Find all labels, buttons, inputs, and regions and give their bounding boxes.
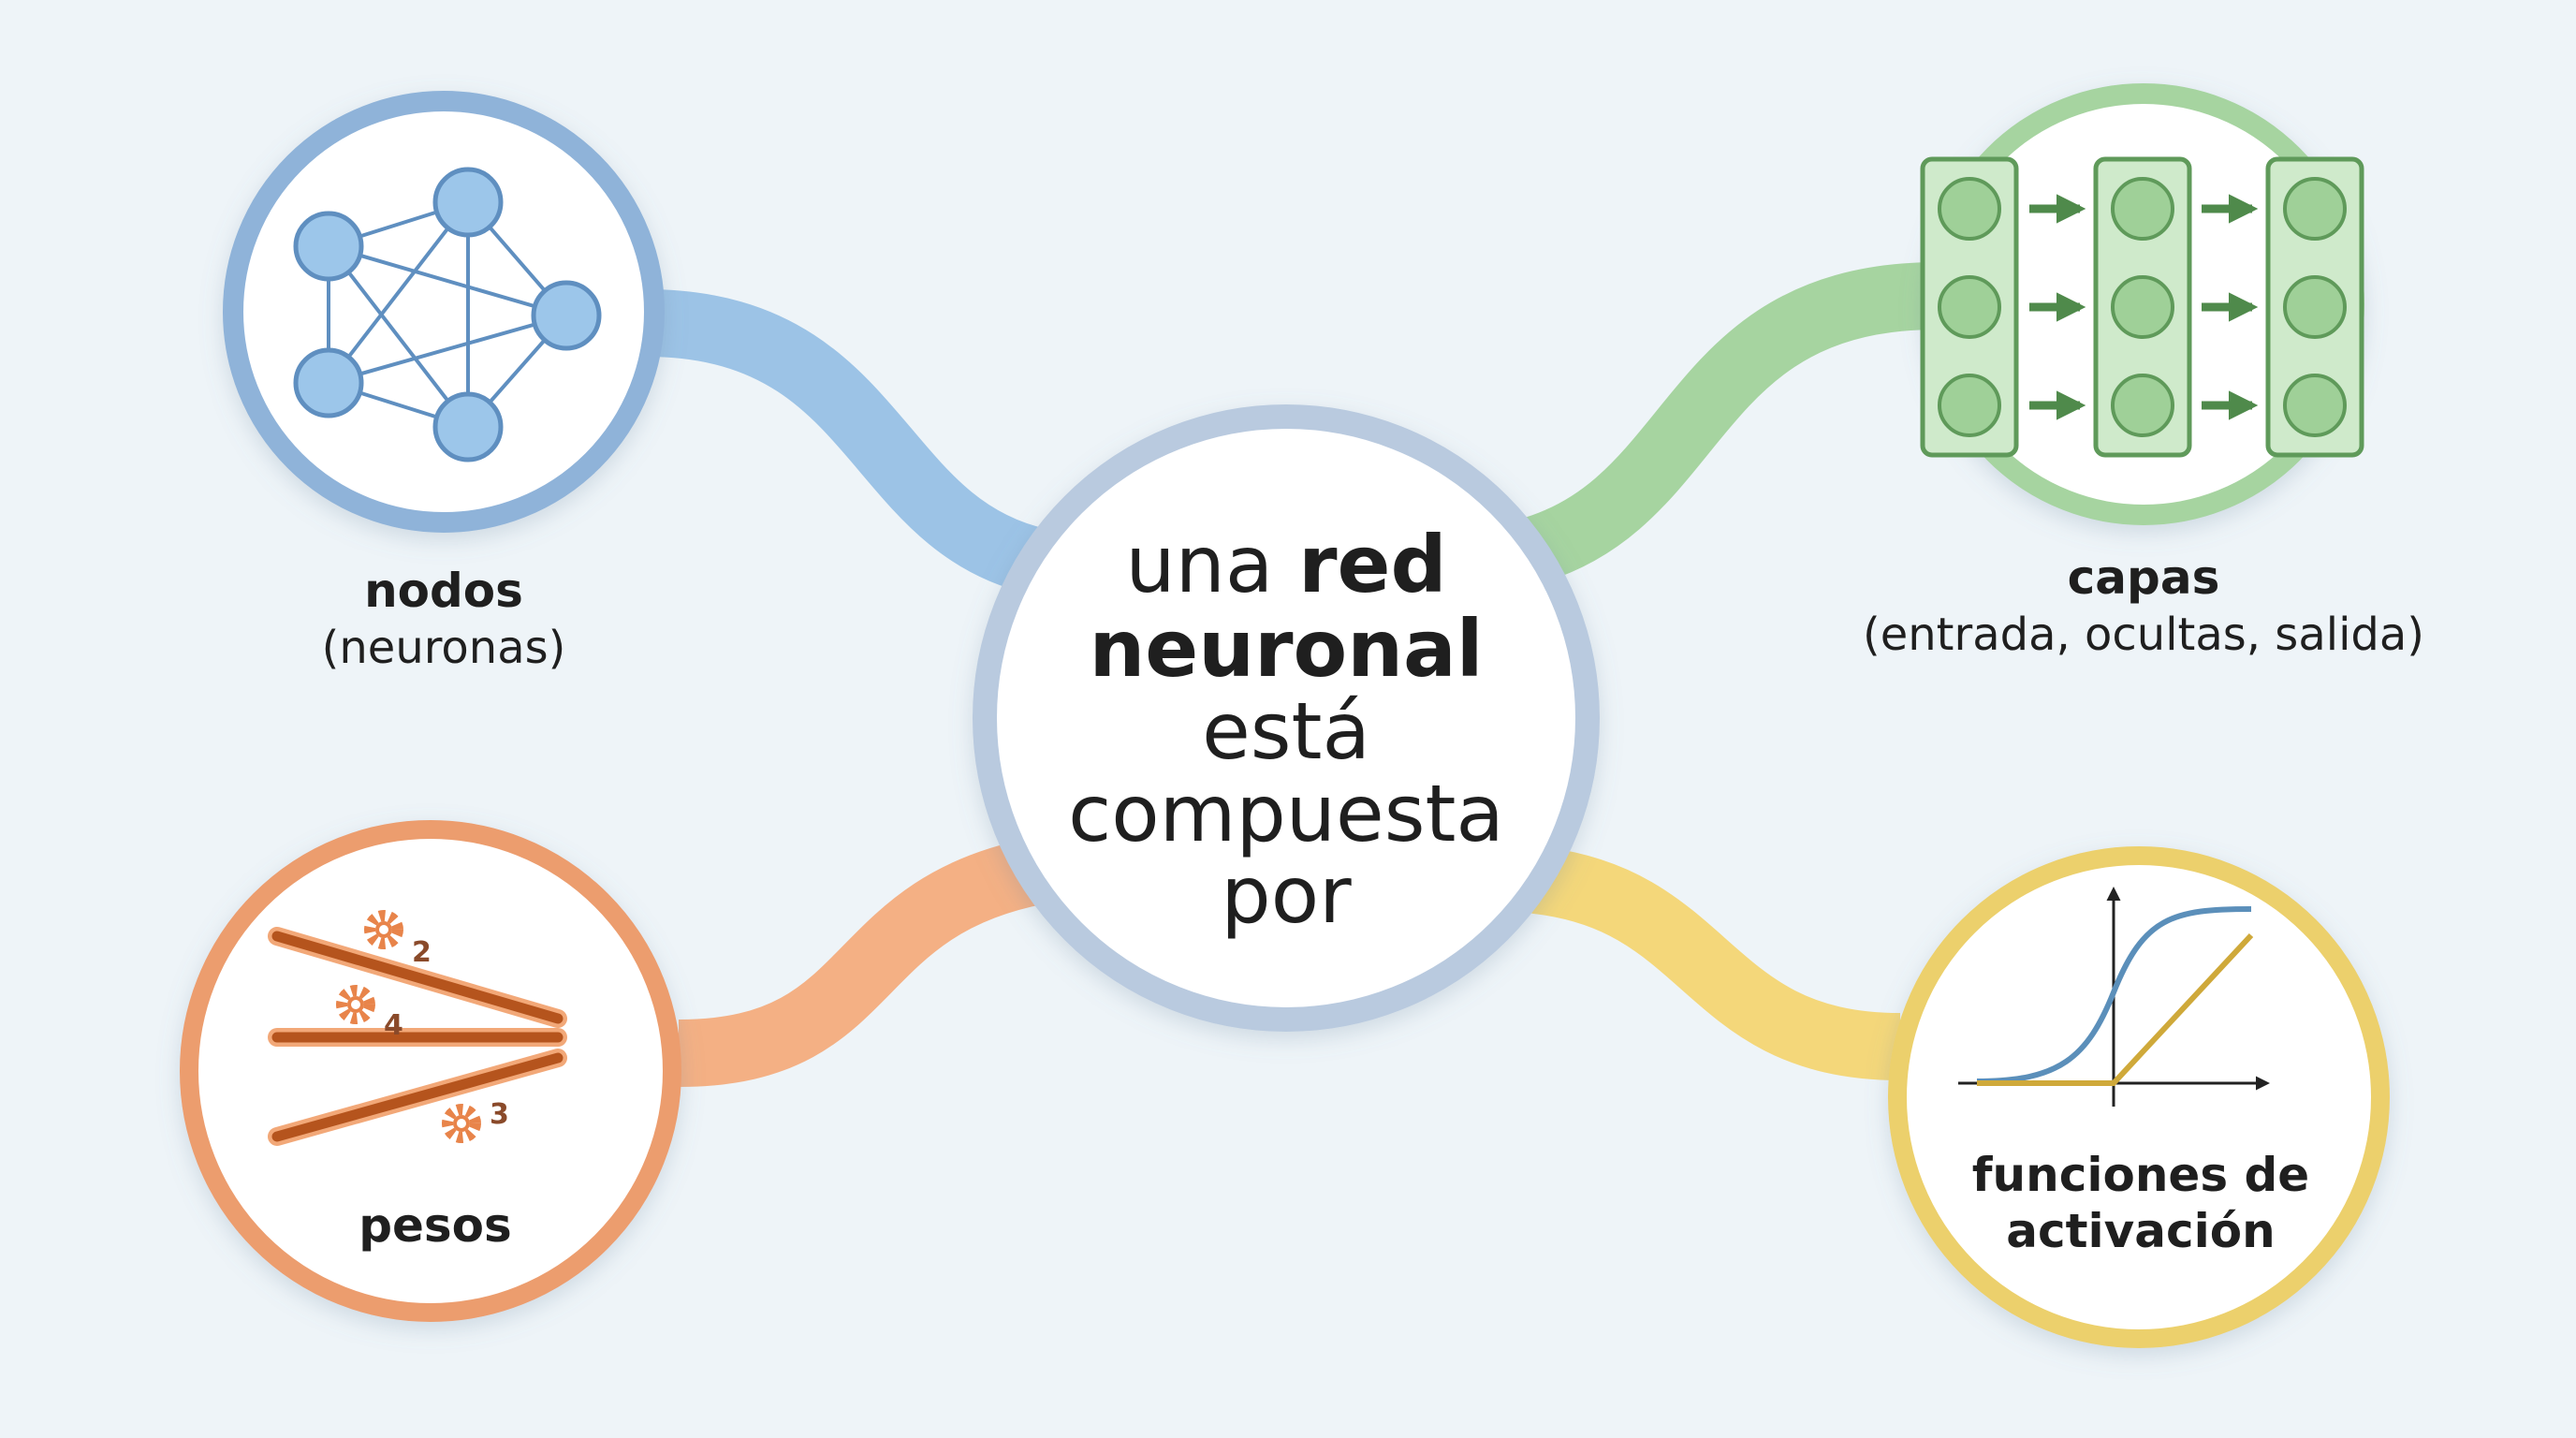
capas-subtitle: (entrada, ocultas, salida) — [1863, 609, 2424, 661]
sigmoid-curve — [1976, 906, 2252, 1084]
connector-funciones — [1530, 846, 1901, 1080]
pesos-title: pesos — [359, 1198, 512, 1253]
node-pesos: 2 4 3 pesos — [180, 820, 681, 1322]
weight-label: 2 — [412, 936, 432, 969]
network-icon — [293, 167, 602, 462]
center-line3: está — [1202, 685, 1370, 777]
capas-title: capas — [2068, 550, 2220, 605]
node-funciones: funciones de activación — [1888, 846, 2390, 1348]
gear-icon — [442, 1104, 481, 1143]
center-line2: neuronal — [1090, 603, 1484, 695]
weights-icon — [268, 910, 567, 1146]
node-capas: capas (entrada, ocultas, salida) — [1863, 83, 2424, 661]
gear-icon — [364, 910, 403, 949]
center-line1: una red — [1125, 519, 1446, 610]
central-node: una red neuronal está compuesta por — [973, 404, 1600, 1032]
center-line4: compuesta — [1068, 768, 1504, 859]
funciones-title-line1: funciones de — [1972, 1148, 2309, 1202]
gear-icon — [336, 985, 375, 1024]
layers-icon — [1920, 156, 2364, 458]
activation-chart-icon — [1958, 887, 2270, 1107]
nodos-title: nodos — [364, 564, 523, 618]
connector-nodos — [645, 289, 1047, 595]
connector-pesos — [678, 837, 1046, 1087]
node-nodos: nodos (neuronas) — [223, 91, 665, 674]
connector-capas — [1515, 262, 1939, 585]
relu-curve — [1977, 932, 2254, 1086]
weight-label: 4 — [384, 1009, 403, 1042]
funciones-title-line2: activación — [2006, 1204, 2275, 1258]
center-line5: por — [1221, 849, 1352, 941]
nodos-subtitle: (neuronas) — [322, 622, 566, 674]
weight-label: 3 — [490, 1098, 509, 1131]
